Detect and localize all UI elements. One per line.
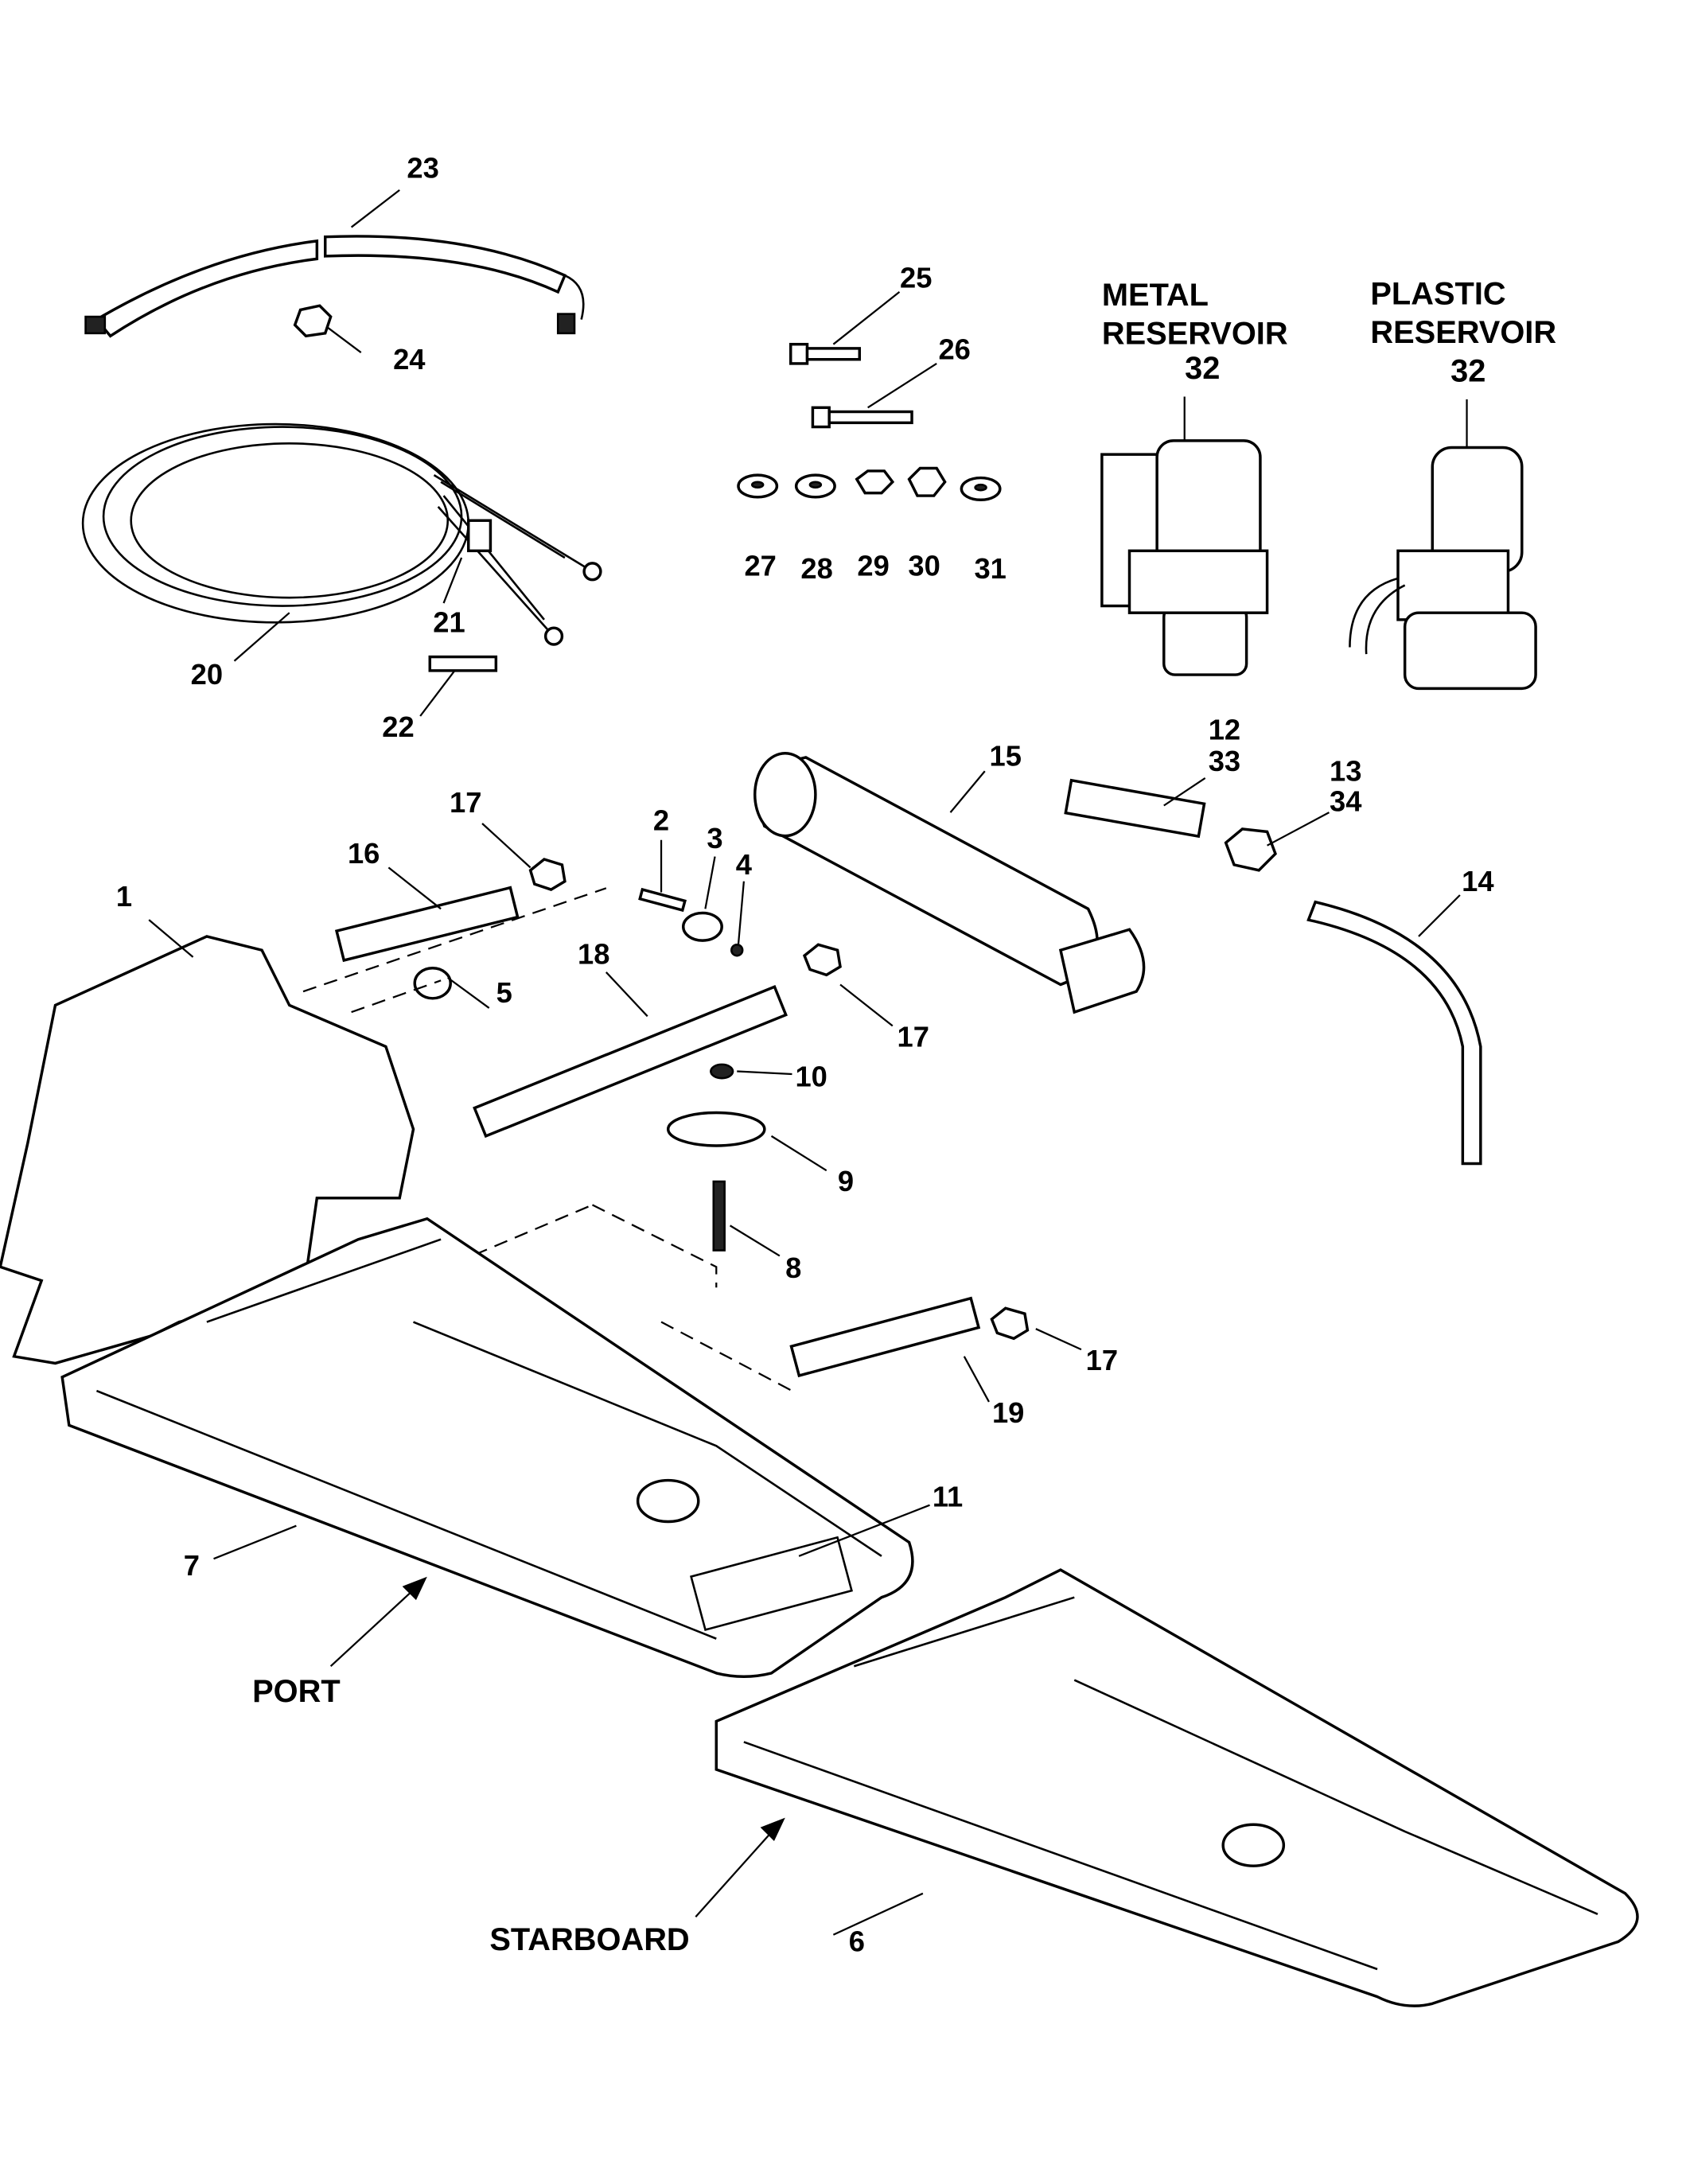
callout-14: 14 [1462, 865, 1494, 897]
callouts: 23 24 25 26 27 28 29 30 31 20 21 22 15 1… [116, 151, 1494, 1957]
caption-metal: METAL [1102, 278, 1209, 313]
callout-7: 7 [184, 1549, 200, 1582]
callout-19: 19 [992, 1396, 1024, 1429]
nut-4 [730, 944, 744, 957]
hose-14 [1306, 900, 1482, 1166]
nut-13 [1224, 827, 1277, 872]
caption-plastic-reservoir: RESERVOIR [1370, 315, 1556, 350]
callout-27: 27 [744, 549, 776, 582]
callout-34: 34 [1330, 784, 1362, 817]
callout-6: 6 [849, 1925, 865, 1957]
callout-17: 17 [898, 1020, 929, 1053]
pump-metal-reservoir [1100, 439, 1269, 676]
alignment-lines [302, 887, 792, 1392]
wire-harness-20 [81, 422, 602, 646]
callout-30: 30 [908, 549, 940, 582]
fuse-22 [428, 655, 498, 672]
callout-8: 8 [785, 1252, 801, 1284]
fitting-24 [293, 304, 333, 338]
callout-21: 21 [433, 605, 465, 638]
caption-plastic: PLASTIC [1370, 277, 1505, 312]
port-trim-fin-7 [60, 1217, 914, 1678]
callout-9: 9 [838, 1165, 854, 1197]
arrow-port [329, 1583, 421, 1668]
screw-2 [638, 887, 687, 913]
callout-16: 16 [348, 837, 380, 870]
pump-plastic-reservoir [1349, 446, 1537, 691]
callout-15: 15 [990, 739, 1022, 772]
bolt-25 [789, 342, 861, 365]
caption-metal-ref: 32 [1185, 351, 1220, 386]
stud-8 [712, 1180, 726, 1252]
trim-tab-9 [666, 1111, 766, 1147]
trim-cylinder-15 [753, 752, 1146, 1014]
callout-11: 11 [933, 1480, 963, 1512]
callout-24: 24 [393, 343, 426, 376]
callout-25: 25 [900, 262, 932, 294]
hydraulic-hose-23 [84, 235, 585, 338]
caption-starboard: STARBOARD [489, 1922, 689, 1957]
callout-20: 20 [191, 658, 223, 691]
callout-18: 18 [578, 938, 609, 971]
callout-22: 22 [382, 710, 414, 743]
plug-5 [413, 967, 452, 1000]
callout-17: 17 [1086, 1344, 1118, 1376]
callout-1: 1 [116, 880, 132, 913]
callout-12: 12 [1209, 713, 1240, 746]
callout-28: 28 [800, 552, 832, 585]
caption-plastic-ref: 32 [1450, 353, 1485, 388]
callout-10: 10 [795, 1061, 827, 1093]
callout-33: 33 [1209, 745, 1240, 777]
callout-2: 2 [653, 804, 669, 837]
pin-16 [334, 886, 520, 963]
nut-17-c [990, 1306, 1030, 1341]
callout-17: 17 [450, 786, 481, 819]
callout-31: 31 [974, 552, 1006, 585]
nut-17-a [528, 858, 567, 891]
callout-23: 23 [407, 151, 438, 184]
arrow-starboard [695, 1824, 779, 1917]
arrow-starboard-head [760, 1817, 785, 1842]
leader-lines [148, 189, 1468, 1936]
caption-port: PORT [252, 1674, 341, 1709]
arrow-port-head [402, 1576, 427, 1601]
washer-10 [710, 1063, 734, 1080]
callout-29: 29 [857, 549, 889, 582]
starboard-trim-fin-6 [715, 1568, 1639, 2007]
callout-4: 4 [736, 848, 753, 881]
callout-13: 13 [1330, 754, 1361, 787]
bolt-26 [811, 406, 913, 429]
callout-26: 26 [938, 333, 970, 366]
pin-19 [789, 1296, 981, 1378]
anode-3 [682, 911, 723, 942]
washers-nuts [737, 466, 1002, 501]
pin-18 [473, 985, 788, 1139]
caption-metal-reservoir: RESERVOIR [1102, 317, 1288, 352]
callout-5: 5 [496, 976, 512, 1009]
nut-17-b [802, 943, 842, 977]
stud-12 [1064, 778, 1206, 839]
callout-3: 3 [707, 822, 722, 855]
